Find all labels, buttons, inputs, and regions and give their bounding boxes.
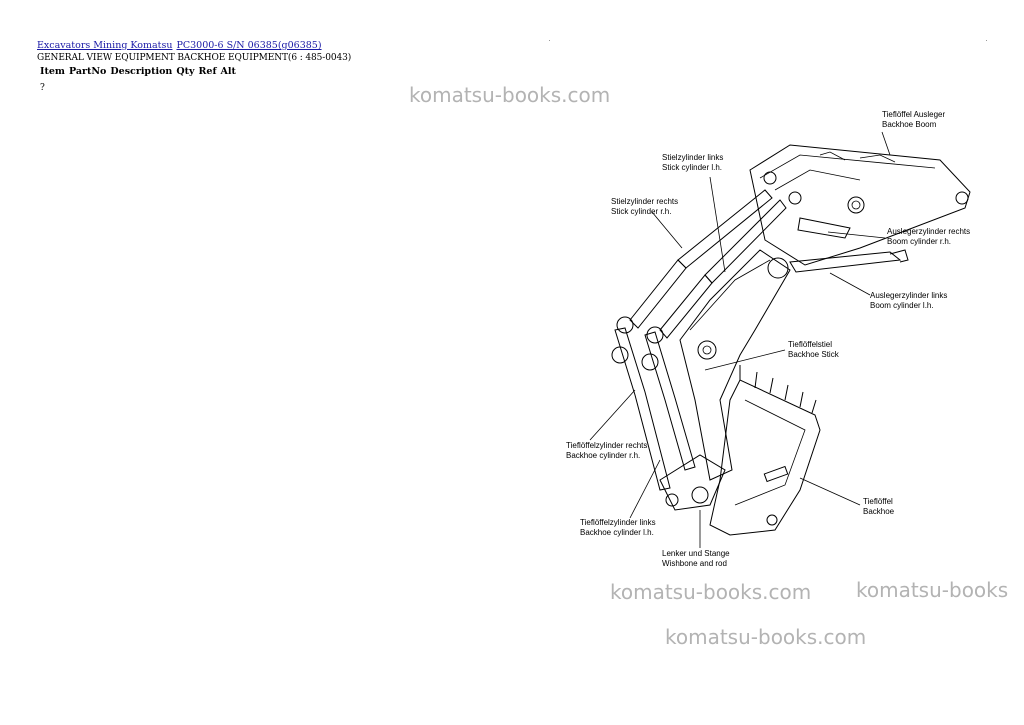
- label-boom-cyl-rh-de: Auslegerzylinder rechts: [887, 227, 970, 236]
- label-stick-cyl-rh-en: Stick cylinder r.h.: [611, 207, 671, 216]
- label-bucket-cyl-rh-de: Tieflöffelzylinder rechts: [566, 441, 647, 450]
- row-item: ?: [40, 83, 45, 93]
- watermark: komatsu-books: [856, 578, 1009, 602]
- stick-drawing: [679, 249, 791, 481]
- label-stick-en: Backhoe Stick: [788, 350, 840, 359]
- label-wishbone-de: Lenker und Stange: [662, 549, 730, 558]
- label-bucket-cyl-lh-en: Backhoe cylinder l.h.: [580, 528, 654, 537]
- label-boom-de: Tieflöffel Ausleger: [882, 110, 945, 119]
- parts-table: Item PartNo Description Qty Ref Alt ?: [38, 66, 238, 93]
- bucket-drawing: [709, 365, 821, 536]
- scan-dot: [549, 40, 550, 41]
- leader-lines: [589, 131, 891, 548]
- col-partno: PartNo: [68, 66, 107, 77]
- watermark: komatsu-books.com: [409, 83, 611, 107]
- col-item: Item: [40, 66, 65, 77]
- label-stick-de: Tieflöffelstiel: [788, 340, 832, 349]
- label-boom-cyl-rh-en: Boom cylinder r.h.: [887, 237, 951, 246]
- boom-cylinder-drawing: [767, 217, 909, 279]
- col-ref: Ref: [198, 66, 217, 77]
- table-row: ?: [38, 77, 238, 93]
- label-stick-cyl-lh-de: Stielzylinder links: [662, 153, 723, 162]
- label-bucket-cyl-rh-en: Backhoe cylinder r.h.: [566, 451, 640, 460]
- watermark: komatsu-books.com: [610, 580, 812, 604]
- label-bucket-cyl-lh-de: Tieflöffelzylinder links: [580, 518, 656, 527]
- watermark: komatsu-books.com: [665, 625, 867, 649]
- label-stick-cyl-lh-en: Stick cylinder l.h.: [662, 163, 722, 172]
- label-wishbone-en: Wishbone and rod: [662, 559, 727, 568]
- col-qty: Qty: [176, 66, 195, 77]
- label-bucket-de: Tieflöffel: [863, 497, 893, 506]
- backhoe-diagram: Tieflöffel Ausleger Backhoe Boom Stielzy…: [566, 110, 971, 568]
- parts-table-header: Item PartNo Description Qty Ref Alt: [38, 66, 238, 77]
- label-bucket-en: Backhoe: [863, 507, 895, 516]
- breadcrumb-link-category[interactable]: Excavators Mining Komatsu: [37, 40, 173, 51]
- breadcrumb-link-model[interactable]: PC3000-6 S/N 06385(g06385): [176, 40, 322, 51]
- bucket-cylinder-drawing: [611, 327, 696, 491]
- boom-drawing: [749, 144, 971, 266]
- col-alt: Alt: [220, 66, 236, 77]
- label-boom-en: Backhoe Boom: [882, 120, 937, 129]
- page-subtitle: GENERAL VIEW EQUIPMENT BACKHOE EQUIPMENT…: [37, 53, 352, 63]
- scan-dot: [986, 40, 987, 41]
- stick-cylinder-drawing: [616, 189, 787, 344]
- label-stick-cyl-rh-de: Stielzylinder rechts: [611, 197, 678, 206]
- label-boom-cyl-lh-de: Auslegerzylinder links: [870, 291, 947, 300]
- col-description: Description: [110, 66, 173, 77]
- wishbone-drawing: [659, 454, 726, 511]
- label-boom-cyl-lh-en: Boom cylinder l.h.: [870, 301, 934, 310]
